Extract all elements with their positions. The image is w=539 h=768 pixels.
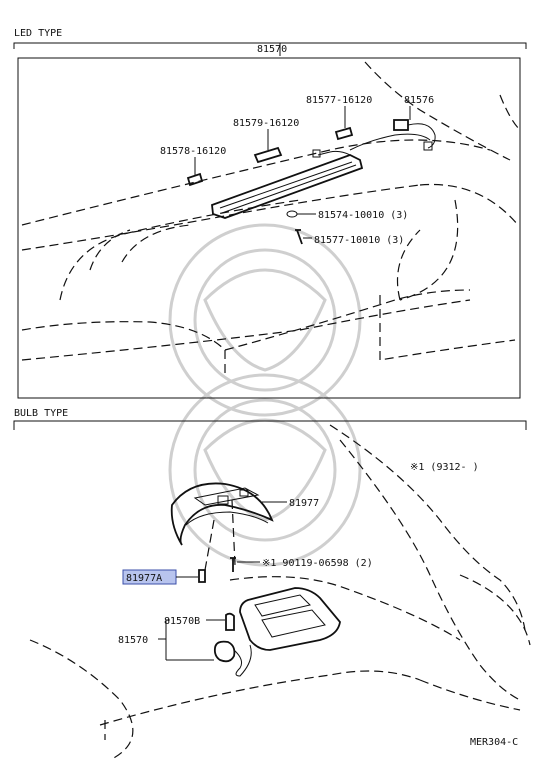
label-81570-bottom: 81570	[118, 635, 148, 646]
clip-81578-16120	[186, 172, 204, 187]
wire-harness-81576	[312, 119, 436, 158]
label-81977A[interactable]: 81977A	[126, 573, 162, 584]
lamp-housing	[239, 587, 341, 651]
screw-81577-10010	[295, 229, 303, 245]
lamp-cover-81977	[170, 482, 274, 546]
led-stop-lamp	[211, 154, 364, 219]
socket-81570	[213, 640, 252, 677]
label-81579-16120: 81579-16120	[233, 118, 299, 129]
clip-81977A	[198, 569, 206, 583]
label-81574-10010: 81574-10010 (3)	[318, 210, 408, 221]
leader-81570-bottom	[158, 619, 214, 661]
diagram-code: MER304-C	[470, 737, 518, 748]
led-section-bracket	[13, 42, 527, 49]
label-81977: 81977	[289, 498, 319, 509]
bulb-type-title: BULB TYPE	[14, 408, 68, 419]
label-81577-10010: 81577-10010 (3)	[314, 235, 404, 246]
label-81576: 81576	[404, 95, 434, 106]
note-label: ※1 (9312- )	[410, 462, 479, 473]
trunk-outline-led	[21, 61, 521, 375]
led-section-frame	[17, 57, 521, 399]
label-81570-top: 81570	[257, 44, 287, 55]
led-type-title: LED TYPE	[14, 28, 62, 39]
label-81578-16120: 81578-16120	[160, 146, 226, 157]
clip-81577-16120	[334, 126, 354, 141]
nut-81574	[286, 210, 298, 218]
screw-90119	[230, 557, 236, 572]
label-90119: ※1 90119-06598 (2)	[262, 558, 373, 569]
assembly-line-2	[231, 499, 236, 566]
label-81570B: 81570B	[164, 616, 200, 627]
trunk-outline-bulb	[29, 424, 531, 761]
watermark-logo	[168, 223, 362, 567]
assembly-line-1	[204, 519, 215, 571]
clip-81579-16120	[253, 146, 283, 164]
label-81577-16120: 81577-16120	[306, 95, 372, 106]
bulb-section-bracket	[13, 420, 527, 430]
bulb-81570B	[225, 612, 235, 631]
